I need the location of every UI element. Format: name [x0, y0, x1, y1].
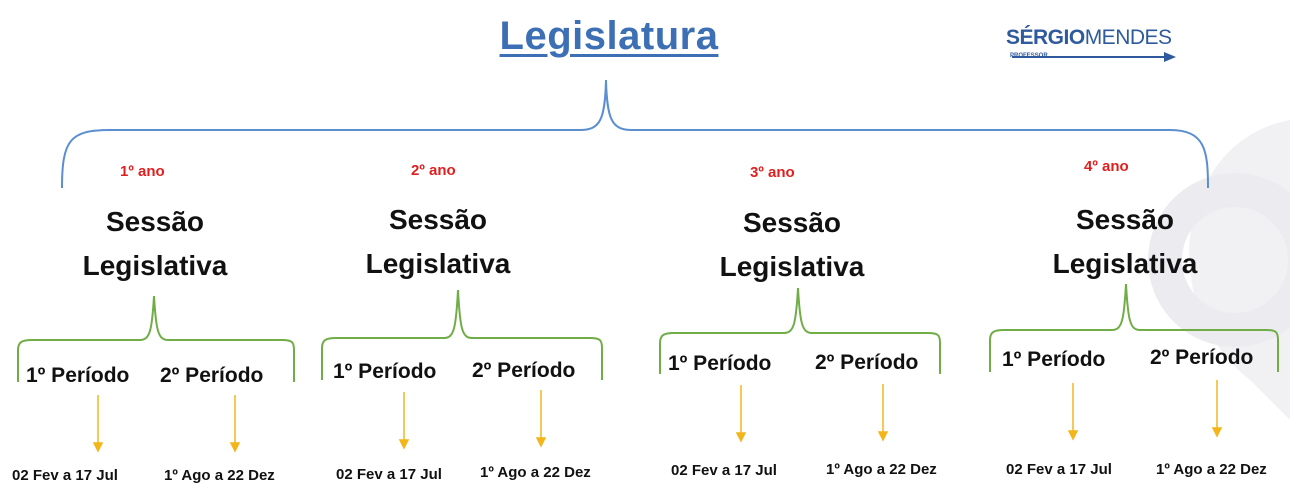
brand-logo: SÉRGIOMENDES PROFESSOR — [1006, 26, 1176, 70]
logo-bold: SÉRGIO — [1006, 26, 1085, 49]
year-label-1: 1º ano — [120, 163, 165, 180]
session-3-period-2: 2º Período — [815, 351, 919, 374]
session-4-date-2: 1º Ago a 22 Dez — [1156, 461, 1267, 478]
session-3-date-2: 1º Ago a 22 Dez — [826, 461, 937, 478]
session-3-brace — [659, 287, 941, 374]
logo-subtitle: PROFESSOR — [1010, 53, 1048, 59]
session-4-date-1: 02 Fev a 17 Jul — [1006, 461, 1112, 478]
logo-light: MENDES — [1084, 26, 1172, 49]
session-1-period-2: 2º Período — [160, 364, 264, 387]
session-4-period-1: 1º Período — [1002, 348, 1106, 371]
session-2-brace — [321, 289, 603, 380]
session-1-date-2: 1º Ago a 22 Dez — [164, 467, 275, 484]
session-3-line2: Legislativa — [719, 251, 865, 282]
session-2-period-1: 1º Período — [333, 360, 437, 383]
year-label-3: 3º ano — [750, 164, 795, 181]
session-3-line1: Sessão — [742, 207, 842, 238]
session-2-date-1: 02 Fev a 17 Jul — [336, 466, 442, 483]
session-1-brace — [17, 295, 295, 382]
session-1-date-1: 02 Fev a 17 Jul — [12, 467, 118, 484]
session-2-date-2: 1º Ago a 22 Dez — [480, 464, 591, 481]
session-2-line2: Legislativa — [365, 248, 511, 279]
session-4-line2: Legislativa — [1052, 248, 1198, 279]
session-4-title: Sessão Legislativa — [1005, 198, 1245, 286]
year-label-2: 2º ano — [411, 162, 456, 179]
logo-arrow-icon — [1164, 52, 1176, 62]
session-3-date-1: 02 Fev a 17 Jul — [671, 462, 777, 479]
session-3-title: Sessão Legislativa — [672, 201, 912, 289]
session-4-brace — [989, 283, 1279, 372]
session-1-period-1: 1º Período — [26, 364, 130, 387]
session-1-line1: Sessão — [105, 206, 205, 237]
session-4-period-2: 2º Período — [1150, 346, 1254, 369]
session-4-line1: Sessão — [1075, 204, 1175, 235]
session-2-line1: Sessão — [388, 204, 488, 235]
page-title: Legislatura — [499, 14, 719, 58]
session-2-title: Sessão Legislativa — [318, 198, 558, 286]
legislature-brace — [61, 79, 1209, 189]
session-2-period-2: 2º Período — [472, 359, 576, 382]
year-label-4: 4º ano — [1084, 158, 1129, 175]
session-3-period-1: 1º Período — [668, 352, 772, 375]
session-1-line2: Legislativa — [82, 250, 228, 281]
session-1-title: Sessão Legislativa — [35, 200, 275, 288]
